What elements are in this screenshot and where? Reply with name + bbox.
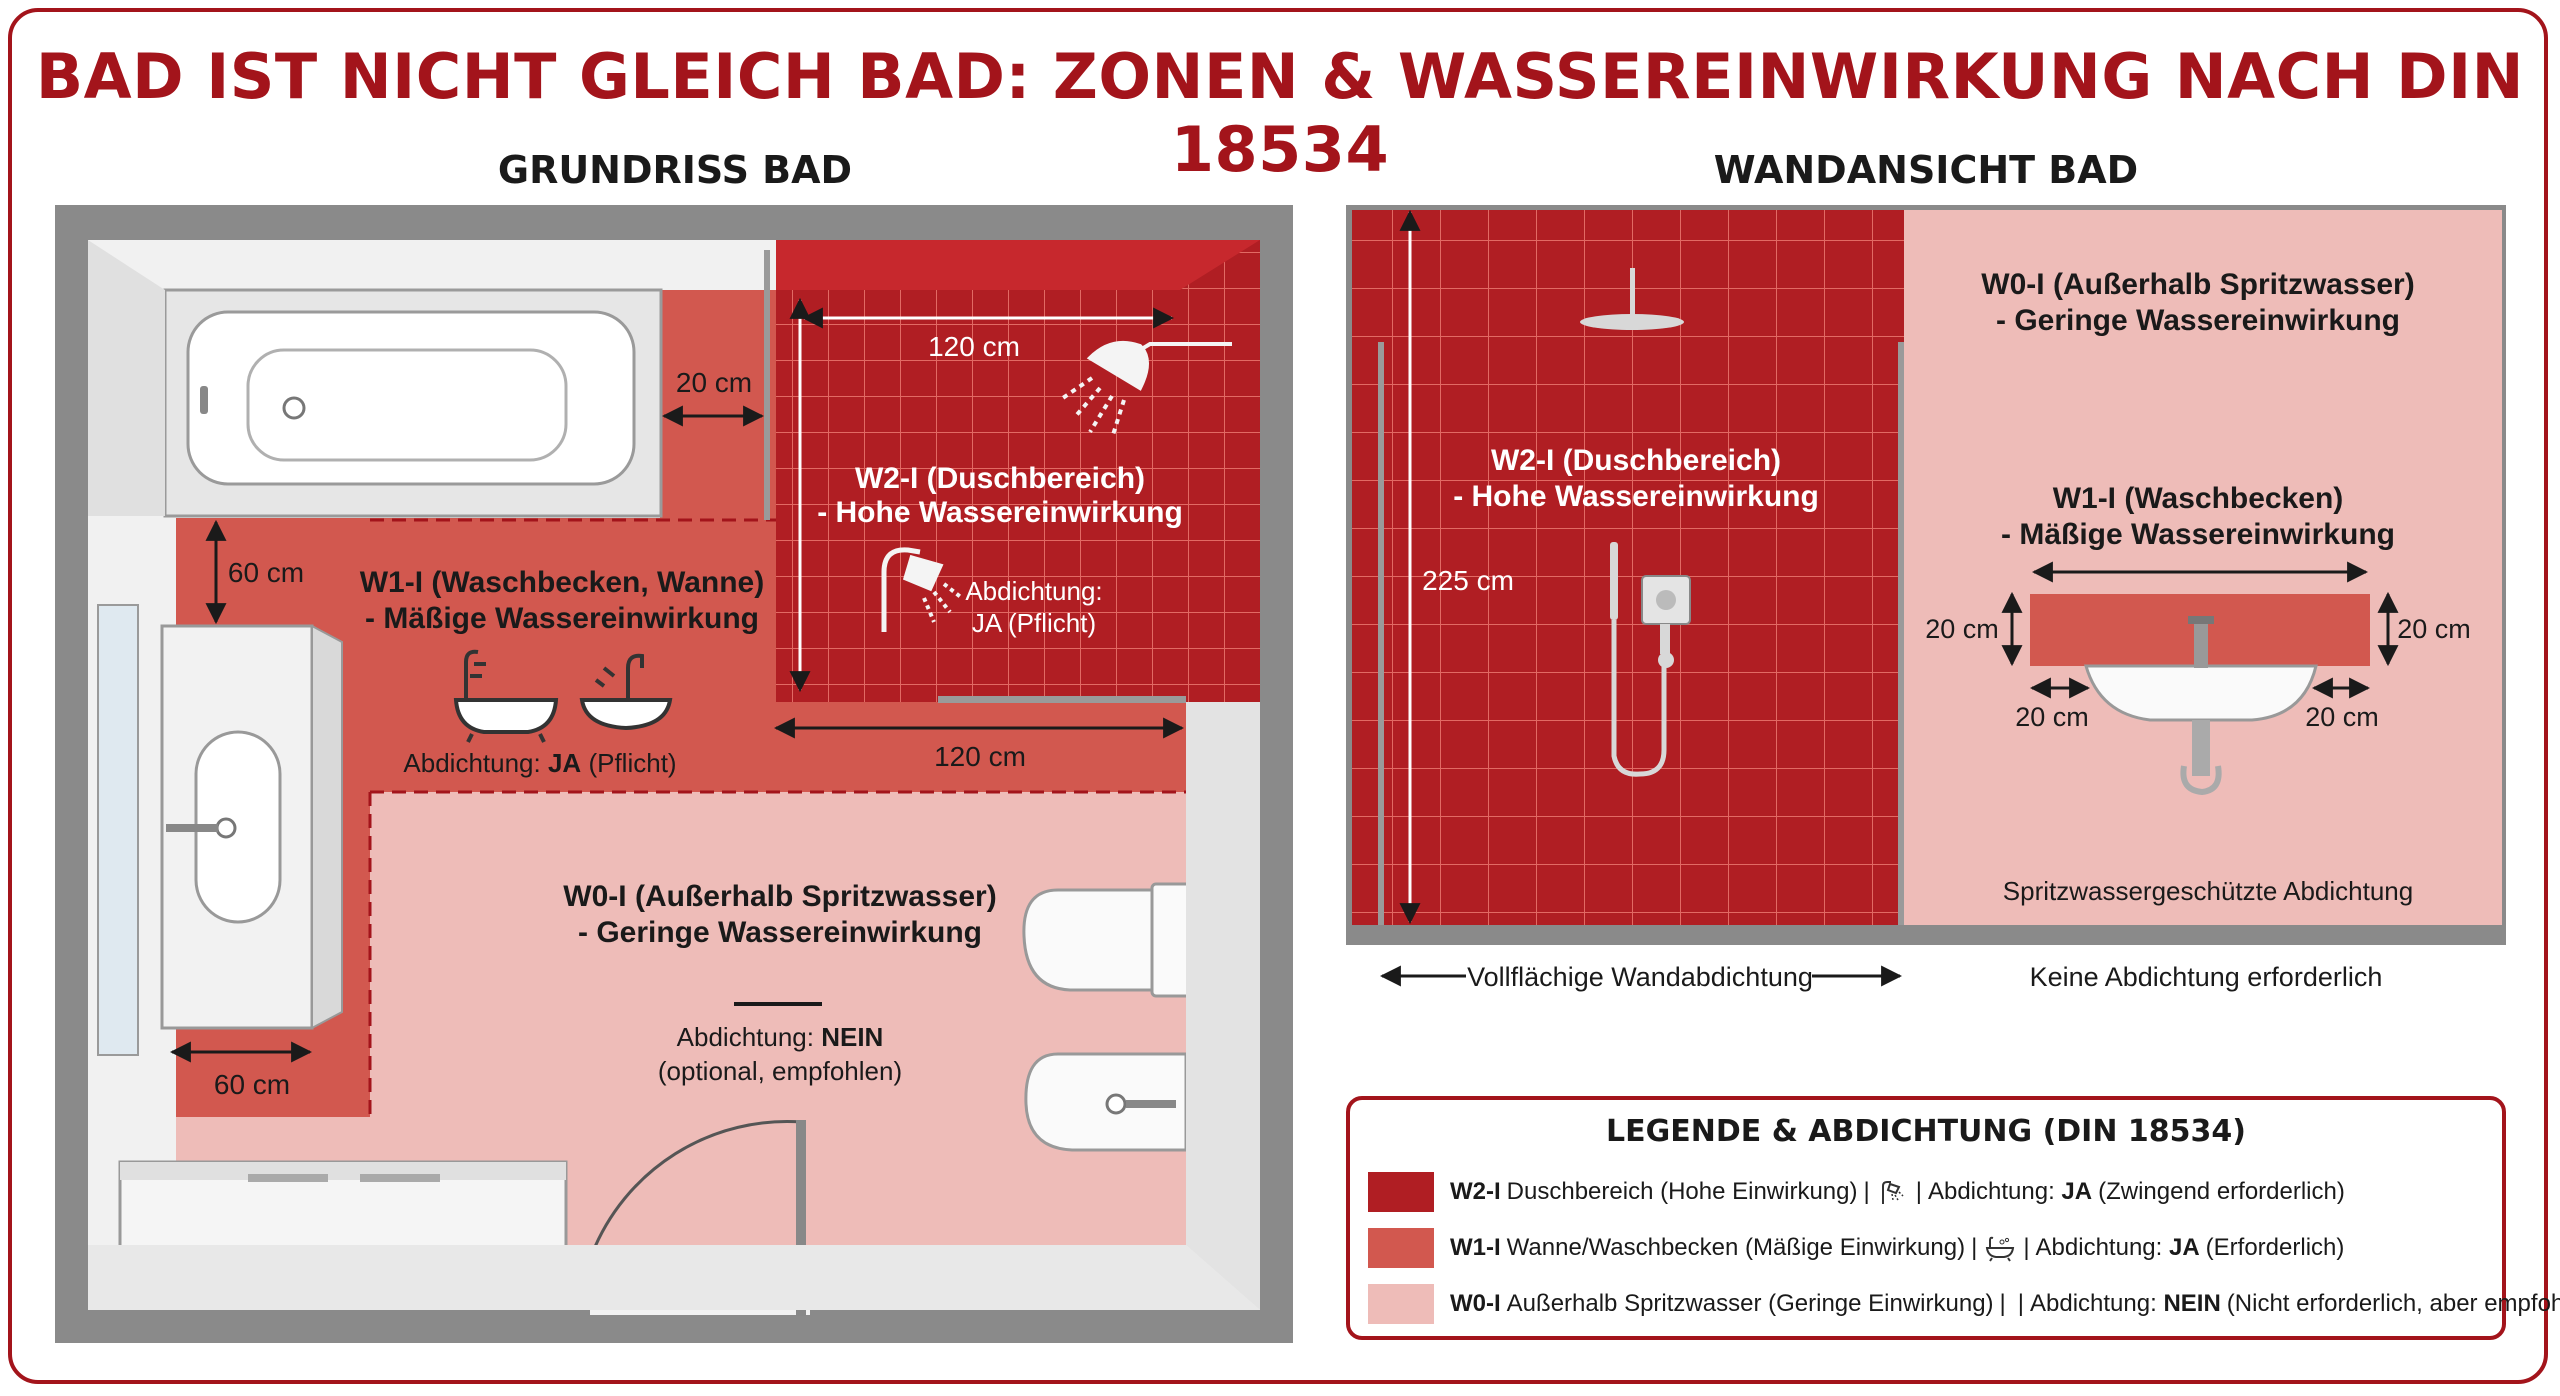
fp-w1-seal: Abdichtung: JA (Pflicht) [403, 748, 676, 778]
wv-w1-title: W1-I (Waschbecken) [2053, 482, 2344, 515]
legend-row-w0: W0-I Außerhalb Spritzwasser (Geringe Ein… [1368, 1282, 2560, 1326]
fp-w0-sub: - Geringe Wassereinwirkung [578, 916, 982, 949]
dim-20cm-left: 20 cm [1925, 614, 1999, 644]
fp-w0-seal-value: NEIN [821, 1022, 883, 1052]
legend-seal-note-w2: (Zwingend erforderlich) [2098, 1178, 2345, 1205]
legend-desc-w0: Außerhalb Spritzwasser (Geringe Einwirku… [1506, 1290, 1994, 1317]
shower-icon [1876, 1177, 1910, 1207]
wv-w0-sub: - Geringe Wassereinwirkung [1996, 304, 2400, 337]
legend-sep: | [1863, 1178, 1870, 1205]
legend-sep: | [2023, 1234, 2030, 1261]
door-leaf [796, 1120, 806, 1316]
legend-seal-value-w2: JA [2061, 1178, 2093, 1205]
fp-w2-sub: - Hohe Wassereinwirkung [817, 496, 1183, 529]
fp-w1-title: W1-I (Waschbecken, Wanne) [360, 566, 765, 599]
dim-60cm-top: 60 cm [228, 557, 304, 588]
legend-swatch-w1 [1368, 1228, 1434, 1268]
washbasin-wall-icon [2083, 616, 2318, 796]
legend-seal-note-w1: (Erforderlich) [2205, 1234, 2345, 1261]
caption-no-seal: Keine Abdichtung erforderlich [2030, 962, 2383, 992]
legend-desc-w1: Wanne/Waschbecken (Mäßige Einwirkung) [1506, 1234, 1966, 1261]
legend-code-w0: W0-I [1450, 1290, 1501, 1317]
dim-120cm-bottom: 120 cm [934, 741, 1026, 772]
w1-zone-tub-gap [660, 290, 776, 520]
legend-seal-note-w0: (Nicht erforderlich, aber empfohlen) [2226, 1290, 2560, 1317]
legend-desc-w2: Duschbereich (Hohe Einwirkung) [1506, 1178, 1858, 1205]
dim-20cm-right: 20 cm [2397, 614, 2471, 644]
legend-swatch-w2 [1368, 1172, 1434, 1212]
caption-full-seal: Vollflächige Wandabdichtung [1467, 962, 1813, 992]
dim-225cm: 225 cm [1422, 565, 1514, 596]
legend-sep: | [1999, 1290, 2006, 1317]
bathtub-icon [453, 649, 559, 743]
legend-seal-value-w0: NEIN [2163, 1290, 2221, 1317]
rain-shower-icon [1580, 268, 1684, 330]
fp-w1-seal-note: (Pflicht) [588, 748, 676, 778]
fp-w0-title: W0-I (Außerhalb Spritzwasser) [563, 880, 996, 913]
wv-w2-sub: - Hohe Wassereinwirkung [1453, 480, 1819, 513]
fp-w0-seal-label: Abdichtung: [677, 1022, 814, 1052]
toilet [1022, 888, 1172, 992]
floorplan [55, 205, 1293, 1343]
legend-seal-label-w0: Abdichtung: [2030, 1290, 2157, 1317]
dim-60cm-bottom: 60 cm [214, 1069, 290, 1100]
floorplan-heading: GRUNDRISS BAD [497, 148, 853, 192]
fp-w1-seal-value: JA [548, 748, 581, 778]
dim-tub-gap: 20 cm [676, 367, 752, 398]
fp-w2-seal-value: JA (Pflicht) [972, 608, 1096, 638]
legend-seal-label-w2: Abdichtung: [1927, 1178, 2055, 1205]
page-title: BAD IST NICHT GLEICH BAD: ZONEN & WASSER… [35, 40, 2525, 186]
tub-shower-divider [764, 250, 770, 520]
w1-zone-floor [176, 518, 1186, 1117]
bathtub-icon [1983, 1233, 2017, 1263]
shower-zone-icon [881, 547, 964, 632]
wallview [1346, 205, 2506, 987]
fp-w1-seal-label: Abdichtung: [403, 748, 540, 778]
mirror [97, 604, 139, 1056]
shower-head-icon [1058, 341, 1232, 439]
dim-20cm-bottom-right: 20 cm [2305, 702, 2379, 732]
washbasin-icon [579, 653, 673, 731]
fp-w1-sub: - Mäßige Wassereinwirkung [365, 602, 759, 635]
wv-w2-title: W2-I (Duschbereich) [1491, 444, 1781, 477]
shower-glass-panel [938, 696, 1186, 703]
fp-w2-seal-label: Abdichtung: [965, 576, 1102, 606]
legend-row-w1: W1-I Wanne/Waschbecken (Mäßige Einwirkun… [1368, 1226, 2344, 1270]
fp-w2-title: W2-I (Duschbereich) [855, 462, 1145, 495]
legend-title: LEGENDE & ABDICHTUNG (DIN 18534) [1606, 1114, 2246, 1149]
fp-w0-seal-note: (optional, empfohlen) [658, 1056, 902, 1086]
legend-sep: | [1971, 1234, 1978, 1261]
fp-w0-seal: Abdichtung: NEIN [677, 1022, 884, 1052]
wallview-heading: WANDANSICHT BAD [1713, 148, 2139, 192]
legend-sep: | [1915, 1178, 1922, 1205]
wv-w1-sub: - Mäßige Wassereinwirkung [2001, 518, 2395, 551]
wv-w0-title: W0-I (Außerhalb Spritzwasser) [1981, 268, 2414, 301]
legend-code-w2: W2-I [1450, 1178, 1501, 1205]
outer-frame [8, 8, 2548, 1384]
legend-row-w2: W2-I Duschbereich (Hohe Einwirkung) | | … [1368, 1170, 2345, 1214]
legend-box: LEGENDE & ABDICHTUNG (DIN 18534) W2-I Du… [1346, 1096, 2560, 1340]
legend-seal-value-w1: JA [2168, 1234, 2200, 1261]
dim-20cm-bottom-left: 20 cm [2015, 702, 2089, 732]
legend-code-w1: W1-I [1450, 1234, 1501, 1261]
shower-mixer-icon [1610, 542, 1691, 777]
legend-swatch-w0 [1368, 1284, 1434, 1324]
dim-120cm-top: 120 cm [928, 331, 1020, 362]
legend-seal-label-w1: Abdichtung: [2035, 1234, 2163, 1261]
legend-sep: | [2017, 1290, 2024, 1317]
splash-note: Spritzwassergeschützte Abdichtung [2003, 876, 2413, 906]
door-swing [590, 1119, 803, 1255]
